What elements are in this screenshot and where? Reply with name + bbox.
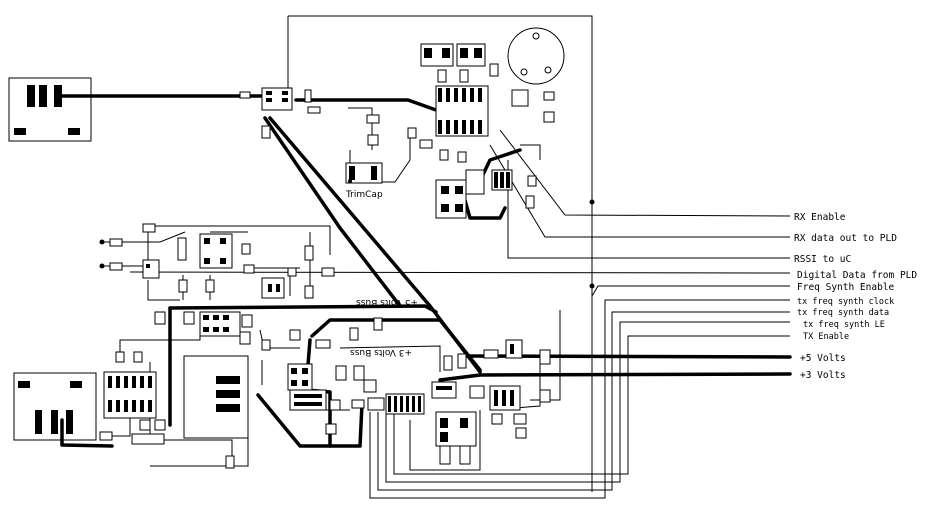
freq-synth-enable-label: Freq Synth Enable [797,282,895,293]
tx-freq-synth-data-label: tx freq synth data [797,308,889,318]
trimcap-label: TrimCap [345,190,383,200]
left-mid-components [109,223,335,325]
tx-block [99,311,253,469]
trimcap-component: TrimCap [345,114,383,200]
plus3v-label: +3 Volts [800,370,846,381]
tx-freq-synth-clock-label: tx freq synth clock [797,297,894,307]
rssi-label: RSSI to uC [794,254,851,265]
plus5v-label: +5 Volts [800,353,846,364]
rx-data-out-label: RX data out to PLD [794,233,897,244]
rx-enable-label: RX Enable [794,212,846,223]
bus-5v-label: +5 Volts Buss [356,297,418,307]
crystal-can [507,27,565,85]
tx-freq-synth-le-label: tx freq synth LE [803,320,885,330]
lower-middle-components [261,317,551,465]
daughter-board-top-left [8,77,92,142]
tx-enable-label: TX Enable [803,332,849,342]
synth-ic-top [435,169,537,219]
signal-label-group: RX Enable RX data out to PLD RSSI to uC … [794,212,917,381]
rx-ic-block [407,43,555,163]
digital-data-label: Digital Data from PLD [797,270,917,281]
mixer-ic [239,87,321,139]
bus-3v-label: +3 Volts Buss [350,347,412,357]
daughter-board-bottom-left [13,372,97,441]
via-dots [99,179,595,289]
